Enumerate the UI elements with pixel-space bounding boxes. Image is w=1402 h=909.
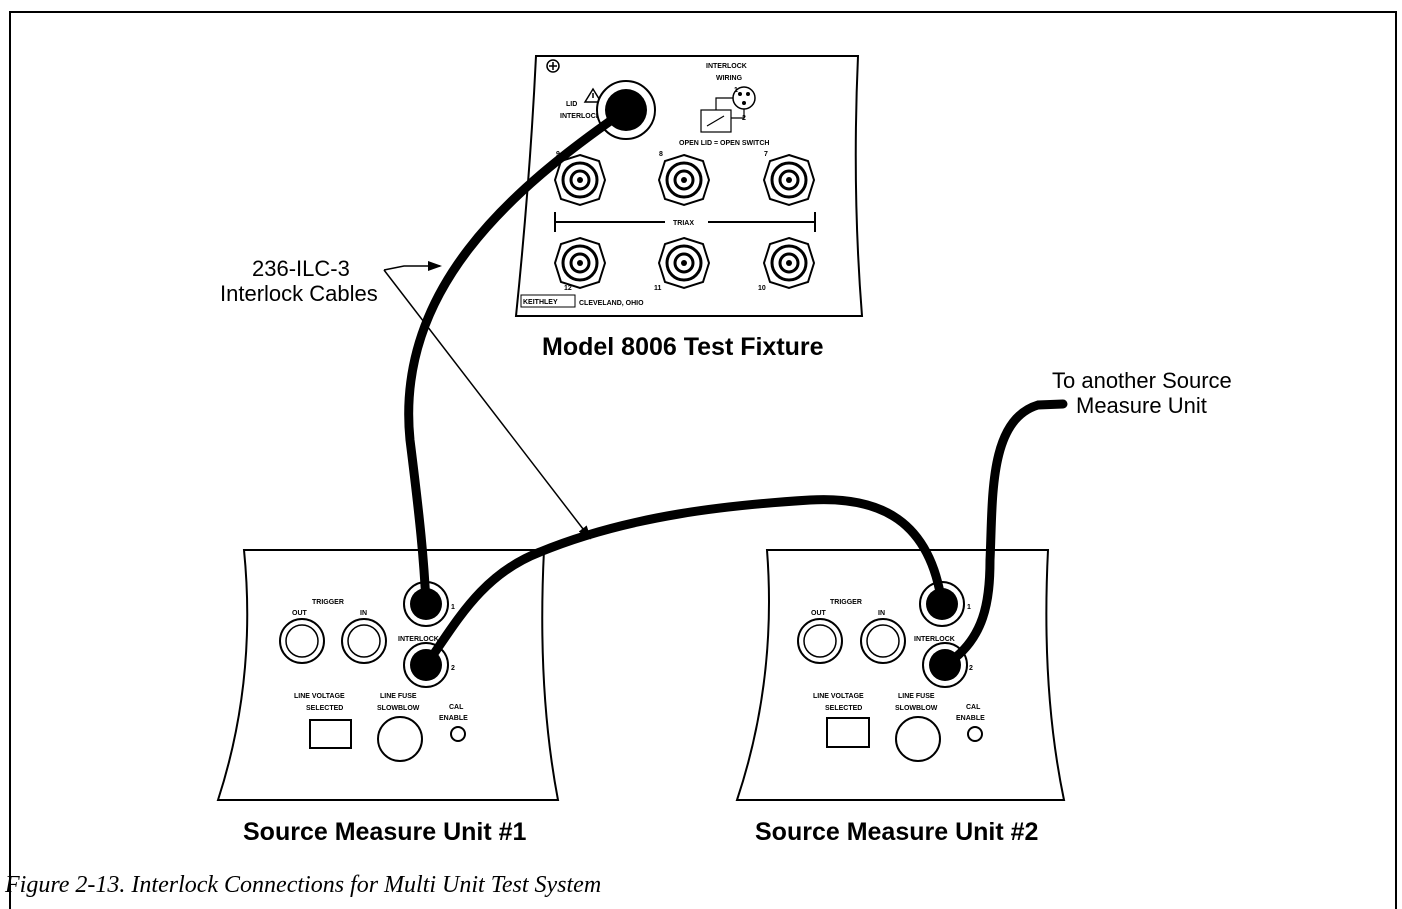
smu2-fuse-holder[interactable] [895,716,941,762]
smu2-cal-enable-switch[interactable] [967,726,983,742]
smu1-line-fuse-label: LINE FUSE [380,693,417,700]
warning-triangle-icon [583,87,603,103]
smu1-pin-1: 1 [451,604,455,611]
interlock-wiring-label: INTERLOCK [706,63,747,70]
cable-smu2-to-another-unit [940,399,1068,670]
smu2-selected-label: SELECTED [825,705,862,712]
smu1-selected-label: SELECTED [306,705,343,712]
smu2-pin-2: 2 [969,665,973,672]
smu1-pin-2: 2 [451,665,455,672]
smu2-trigger-in-connector[interactable] [860,618,906,664]
smu1-interlock-label: INTERLOCK [398,636,439,643]
triax-connector-12[interactable] [553,236,607,290]
smu2-slowblow-label: SLOWBLOW [895,705,938,712]
smu2-panel: TRIGGER OUT IN INTERLOCK 1 2 LINE VOLTAG… [735,549,1066,801]
figure-caption: Figure 2-13. Interlock Connections for M… [5,872,602,898]
smu1-trigger-label: TRIGGER [312,599,344,606]
smu2-title: Source Measure Unit #2 [755,818,1038,846]
lid-label: LID [566,101,577,108]
triax-connector-11[interactable] [657,236,711,290]
triax-label: TRIAX [673,220,694,227]
triax-num-7: 7 [764,151,768,158]
test-fixture-panel: LID INTERLOCK INTERLOCK WIRING 1 2 OPEN … [514,55,864,317]
smu2-in-label: IN [878,610,885,617]
brand-logo: KEITHLEY [523,299,558,306]
smu1-slowblow-label: SLOWBLOW [377,705,420,712]
brand-location: CLEVELAND, OHIO [579,300,644,307]
triax-num-8: 8 [659,151,663,158]
smu1-line-voltage-label: LINE VOLTAGE [294,693,345,700]
smu1-line-voltage-window [309,719,352,749]
wiring-label: WIRING [716,75,743,82]
smu1-title: Source Measure Unit #1 [243,818,527,846]
cable-fixture-to-smu1 [404,105,631,609]
smu2-trigger-out-connector[interactable] [797,618,843,664]
triax-num-10: 10 [758,285,766,292]
open-lid-note: OPEN LID = OPEN SWITCH [679,140,769,147]
wiring-pin-1: 1 [734,87,738,94]
smu1-enable-label: ENABLE [439,715,468,722]
smu2-line-fuse-label: LINE FUSE [898,693,935,700]
triax-num-9: 9 [556,151,560,158]
smu2-enable-label: ENABLE [956,715,985,722]
smu1-cal-enable-switch[interactable] [450,726,466,742]
lid-interlock-label: INTERLOCK [560,113,601,120]
smu1-fuse-holder[interactable] [377,716,423,762]
brand-logo-box [520,294,576,308]
triax-num-12: 12 [564,285,572,292]
triax-connector-9[interactable] [553,153,607,207]
another-unit-label-line2: Measure Unit [1076,393,1207,418]
smu2-out-label: OUT [811,610,827,617]
smu2-interlock-label: INTERLOCK [914,636,955,643]
smu1-cal-label: CAL [449,704,464,711]
smu1-panel: TRIGGER OUT IN INTERLOCK 1 2 LINE VOLTAG… [216,549,560,801]
cable-part-number: 236-ILC-3 [252,256,350,281]
triax-bracket [554,212,816,232]
figure-border [9,11,1397,909]
triax-num-11: 11 [654,285,662,292]
triax-connector-8[interactable] [657,153,711,207]
smu1-in-label: IN [360,610,367,617]
callout-arrow-to-smu-cable [383,269,592,540]
smu2-trigger-label: TRIGGER [830,599,862,606]
callout-arrow-to-fixture-cable [383,261,442,271]
smu1-trigger-out-connector[interactable] [279,618,325,664]
triax-connector-7[interactable] [762,153,816,207]
wiring-pin-2: 2 [742,115,746,122]
fixture-title: Model 8006 Test Fixture [542,333,824,361]
smu2-pin-1: 1 [967,604,971,611]
another-unit-label-line1: To another Source [1052,368,1232,393]
smu1-trigger-in-connector[interactable] [341,618,387,664]
smu2-line-voltage-label: LINE VOLTAGE [813,693,864,700]
triax-connector-10[interactable] [762,236,816,290]
smu2-cal-label: CAL [966,704,981,711]
cable-description: Interlock Cables [220,281,378,306]
smu1-out-label: OUT [292,610,308,617]
wiring-schematic-icon [700,86,756,133]
cable-smu1-to-smu2 [421,495,947,670]
smu2-line-voltage-window [826,717,870,748]
